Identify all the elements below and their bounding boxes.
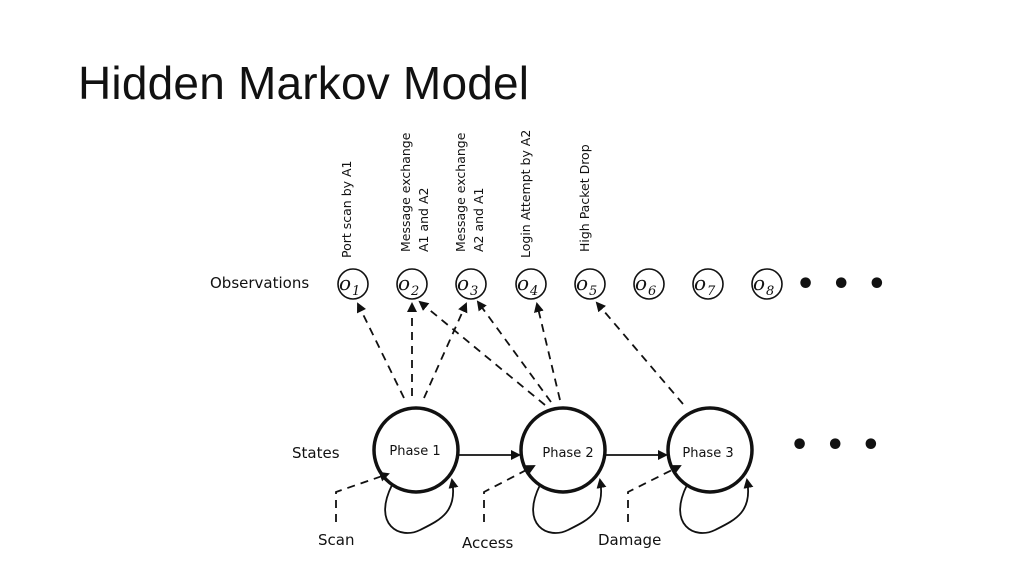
states-label: States — [292, 444, 340, 462]
observation-7: o 7 — [692, 268, 724, 300]
observation-5: o 5 — [574, 268, 606, 300]
observation-3-text-line2: A2 and A1 — [471, 188, 486, 252]
state-phase-1: Phase 1 — [372, 406, 460, 494]
svg-text:2: 2 — [410, 284, 419, 299]
input-damage-arrow — [627, 465, 682, 522]
observation-8: o 8 — [751, 268, 783, 300]
observation-2-text-line1: Message exchange — [398, 132, 413, 252]
emission-phase2-o3 — [476, 300, 552, 403]
svg-text:o: o — [457, 271, 469, 295]
observations-label: Observations — [210, 274, 309, 292]
svg-text:4: 4 — [529, 284, 538, 299]
input-access-arrow — [483, 465, 536, 522]
svg-text:5: 5 — [589, 284, 597, 299]
svg-text:Phase 3: Phase 3 — [682, 446, 733, 461]
emission-phase2-o2 — [418, 300, 546, 406]
input-label-access: Access — [462, 534, 514, 552]
input-label-damage: Damage — [598, 531, 661, 549]
svg-text:o: o — [339, 271, 351, 295]
emission-phase2-o4 — [534, 302, 561, 401]
input-scan-arrow — [335, 471, 390, 522]
observation-2: o 2 — [396, 268, 428, 300]
observation-6: o 6 — [633, 268, 665, 300]
svg-text:o: o — [517, 271, 529, 295]
input-arrows — [335, 465, 682, 522]
input-label-scan: Scan — [318, 531, 354, 549]
self-loop-phase-1 — [384, 478, 459, 534]
svg-text:o: o — [398, 271, 410, 295]
svg-text:Phase 2: Phase 2 — [542, 446, 593, 461]
observation-4-text: Login Attempt by A2 — [518, 130, 533, 258]
svg-text:o: o — [635, 271, 647, 295]
svg-text:7: 7 — [707, 284, 716, 299]
observation-1-text: Port scan by A1 — [339, 160, 354, 258]
self-loop-phase-2 — [532, 478, 607, 534]
emission-phase1-o3 — [423, 302, 468, 399]
svg-text:1: 1 — [352, 284, 360, 299]
page-title: Hidden Markov Model — [78, 57, 530, 109]
self-loops — [384, 478, 754, 534]
svg-text:o: o — [694, 271, 706, 295]
observation-4: o 4 — [515, 268, 547, 300]
observation-3-text-line1: Message exchange — [453, 132, 468, 252]
emission-phase1-o1 — [357, 302, 405, 399]
states-ellipsis: • • • — [790, 428, 883, 463]
svg-text:Phase 1: Phase 1 — [389, 444, 440, 459]
observation-5-text: High Packet Drop — [577, 144, 592, 252]
svg-text:o: o — [753, 271, 765, 295]
self-loop-phase-3 — [679, 478, 754, 534]
emission-arrows — [357, 300, 684, 406]
emission-phase3-o5 — [595, 301, 684, 405]
observation-1: o 1 — [337, 268, 369, 300]
svg-text:6: 6 — [648, 284, 656, 299]
observation-3: o 3 — [455, 268, 487, 300]
state-phase-3: Phase 3 — [666, 406, 754, 494]
svg-text:8: 8 — [766, 284, 774, 299]
observation-2-text-line2: A1 and A2 — [416, 188, 431, 252]
observations-ellipsis: • • • — [796, 267, 889, 302]
state-phase-2: Phase 2 — [519, 406, 607, 494]
svg-text:3: 3 — [470, 284, 478, 299]
svg-text:o: o — [576, 271, 588, 295]
